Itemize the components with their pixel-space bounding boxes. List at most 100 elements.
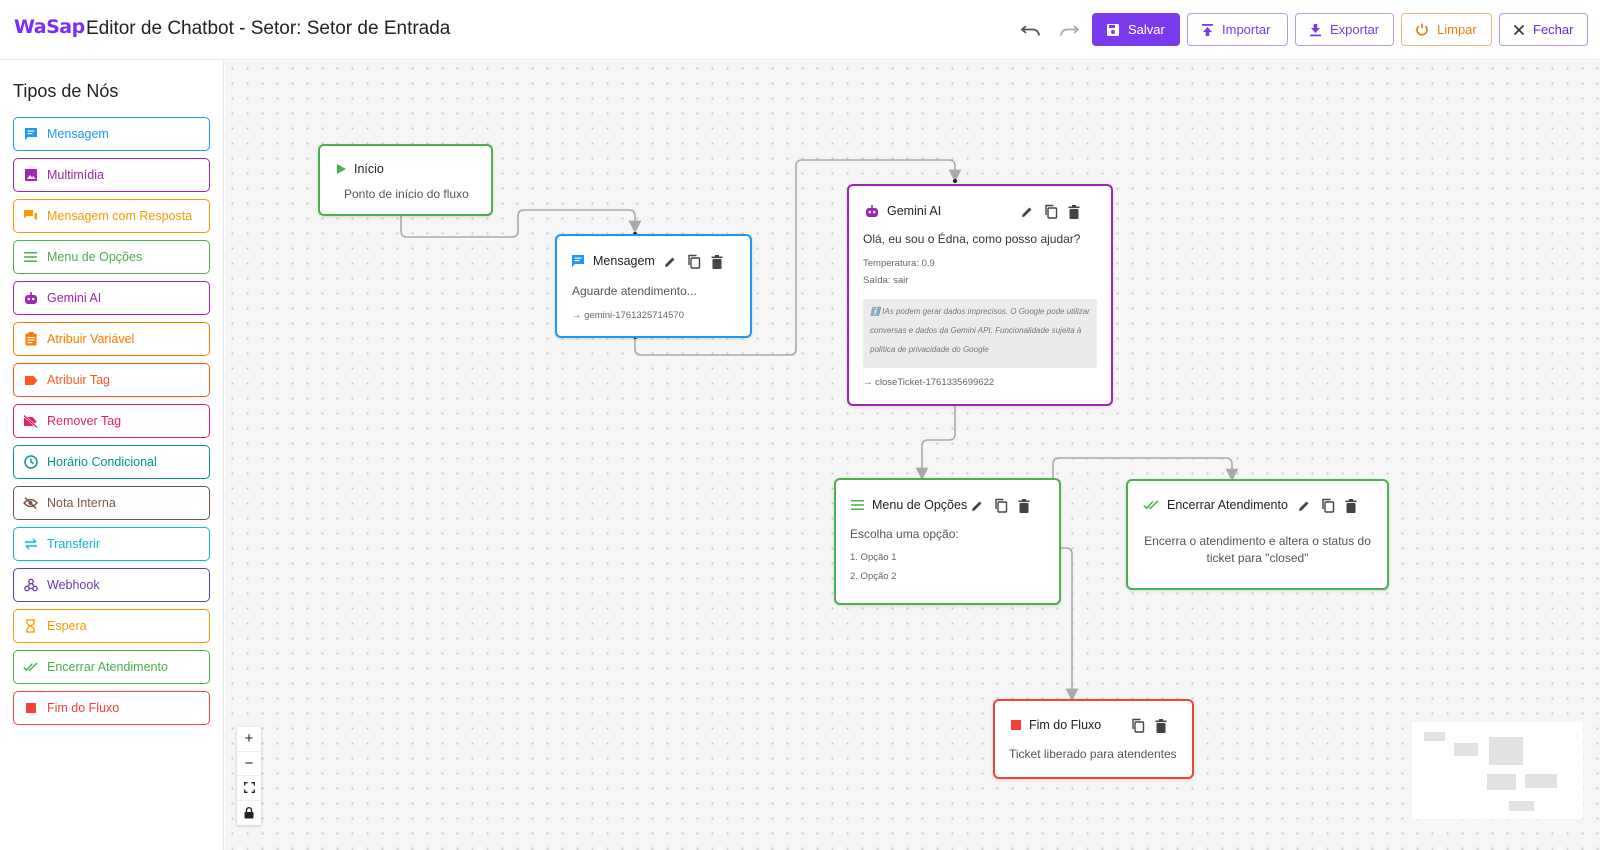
edge-start-to-message [400, 209, 642, 238]
node-message[interactable]: Mensagem Aguarde atendimento... → gemini… [555, 234, 752, 338]
close-label: Fechar [1533, 22, 1574, 37]
node-type-gemini-ai[interactable]: Gemini AI [13, 281, 210, 315]
page-title: Editor de Chatbot - Setor: Setor de Entr… [86, 18, 451, 39]
clock-icon [23, 455, 38, 470]
download-icon [1310, 23, 1321, 36]
edit-icon[interactable] [970, 499, 984, 513]
node-type-encerrar-atendimento[interactable]: Encerrar Atendimento [13, 650, 210, 684]
undo-icon [1021, 25, 1040, 36]
menu-icon [23, 250, 38, 265]
clipboard-icon [23, 332, 38, 347]
node-actions [1131, 718, 1167, 733]
redo-icon [1060, 25, 1079, 36]
delete-icon[interactable] [711, 254, 723, 269]
double-check-icon [23, 660, 38, 675]
fit-view-button[interactable] [237, 776, 261, 801]
zoom-in-button[interactable]: + [237, 727, 261, 752]
node-type-label: Atribuir Tag [47, 373, 110, 387]
delete-icon[interactable] [1345, 498, 1357, 513]
exit-keyword-text: Saída: sair [863, 275, 909, 286]
logo-text: WaSap [14, 16, 85, 38]
top-bar: WaSap Editor de Chatbot - Setor: Setor d… [0, 0, 1600, 60]
node-type-label: Mensagem com Resposta [47, 209, 193, 223]
copy-icon[interactable] [1321, 498, 1335, 513]
node-type-menu-de-opcoes[interactable]: Menu de Opções [13, 240, 210, 274]
copy-icon[interactable] [1131, 718, 1145, 733]
node-type-atribuir-tag[interactable]: Atribuir Tag [13, 363, 210, 397]
node-next-link: → gemini-1761325714570 [572, 310, 684, 321]
node-type-transferir[interactable]: Transferir [13, 527, 210, 561]
save-label: Salvar [1128, 22, 1165, 37]
node-type-mensagem[interactable]: Mensagem [13, 117, 210, 151]
node-type-atribuir-variavel[interactable]: Atribuir Variável [13, 322, 210, 356]
menu-icon [851, 500, 864, 510]
copy-icon[interactable] [687, 254, 701, 269]
double-check-icon [1143, 500, 1159, 510]
menu-option: 1. Opção 1 [850, 552, 897, 563]
node-type-nota-interna[interactable]: Nota Interna [13, 486, 210, 520]
node-start[interactable]: Início Ponto de início do fluxo [318, 144, 493, 216]
node-type-remover-tag[interactable]: Remover Tag [13, 404, 210, 438]
clear-button[interactable]: Limpar [1401, 13, 1492, 46]
node-title: Fim do Fluxo [1029, 718, 1102, 732]
transfer-icon [23, 537, 38, 552]
node-type-label: Gemini AI [47, 291, 102, 305]
close-button[interactable]: Fechar [1499, 13, 1588, 46]
node-type-label: Atribuir Variável [47, 332, 135, 346]
chat-reply-icon [23, 209, 38, 224]
node-type-label: Nota Interna [47, 496, 116, 510]
export-label: Exportar [1330, 22, 1380, 37]
robot-icon [23, 291, 38, 306]
node-close-ticket[interactable]: Encerrar Atendimento Encerra o atendimen… [1126, 479, 1389, 590]
stop-icon [1011, 720, 1021, 730]
delete-icon[interactable] [1018, 498, 1030, 513]
zoom-out-button[interactable]: − [237, 752, 261, 776]
edge-menu-to-end [1041, 547, 1079, 702]
node-type-multimidia[interactable]: Multimídia [13, 158, 210, 192]
flow-canvas[interactable]: Início Ponto de início do fluxo Mensagem… [225, 61, 1600, 850]
node-type-espera[interactable]: Espera [13, 609, 210, 643]
import-button[interactable]: Importar [1187, 13, 1288, 46]
play-icon [337, 164, 346, 174]
edit-icon[interactable] [663, 255, 677, 269]
delete-icon[interactable] [1068, 204, 1080, 219]
stop-icon [23, 701, 38, 716]
upload-icon [1202, 23, 1213, 36]
copy-icon[interactable] [994, 498, 1008, 513]
undo-button[interactable] [1018, 18, 1044, 42]
tag-icon [23, 373, 38, 388]
node-next-link: → closeTicket-1761335699622 [863, 377, 995, 388]
node-text: Olá, eu sou o Édna, como posso ajudar? [863, 232, 1081, 246]
close-icon [1513, 24, 1525, 35]
node-type-mensagem-com-resposta[interactable]: Mensagem com Resposta [13, 199, 210, 233]
export-button[interactable]: Exportar [1295, 13, 1394, 46]
node-type-horario-condicional[interactable]: Horário Condicional [13, 445, 210, 479]
edit-icon[interactable] [1297, 499, 1311, 513]
node-gemini[interactable]: Gemini AI Olá, eu sou o Édna, como posso… [847, 184, 1113, 406]
node-type-label: Webhook [47, 578, 100, 592]
node-title: Menu de Opções [872, 498, 968, 512]
node-type-fim-do-fluxo[interactable]: Fim do Fluxo [13, 691, 210, 725]
save-button[interactable]: Salvar [1092, 13, 1180, 46]
node-type-webhook[interactable]: Webhook [13, 568, 210, 602]
edge-gemini-to-menu [915, 403, 956, 481]
redo-button[interactable] [1056, 18, 1082, 42]
node-text: Aguarde atendimento... [572, 284, 697, 298]
node-menu-options[interactable]: Menu de Opções Escolha uma opção: 1. Opç… [834, 478, 1061, 605]
hourglass-icon [23, 619, 38, 634]
minimap[interactable] [1412, 722, 1583, 819]
node-title: Início [354, 162, 384, 176]
delete-icon[interactable] [1155, 718, 1167, 733]
copy-icon[interactable] [1044, 204, 1058, 219]
node-end-flow[interactable]: Fim do Fluxo Ticket liberado para atende… [993, 699, 1194, 779]
robot-icon [866, 204, 878, 217]
edit-icon[interactable] [1020, 205, 1034, 219]
import-label: Importar [1222, 22, 1271, 37]
app-logo: WaSap [14, 16, 85, 38]
lock-icon [244, 806, 254, 819]
lock-button[interactable] [237, 801, 261, 826]
node-type-label: Horário Condicional [47, 455, 157, 469]
node-type-label: Remover Tag [47, 414, 122, 428]
node-type-label: Transferir [47, 537, 101, 551]
node-actions [663, 254, 723, 269]
